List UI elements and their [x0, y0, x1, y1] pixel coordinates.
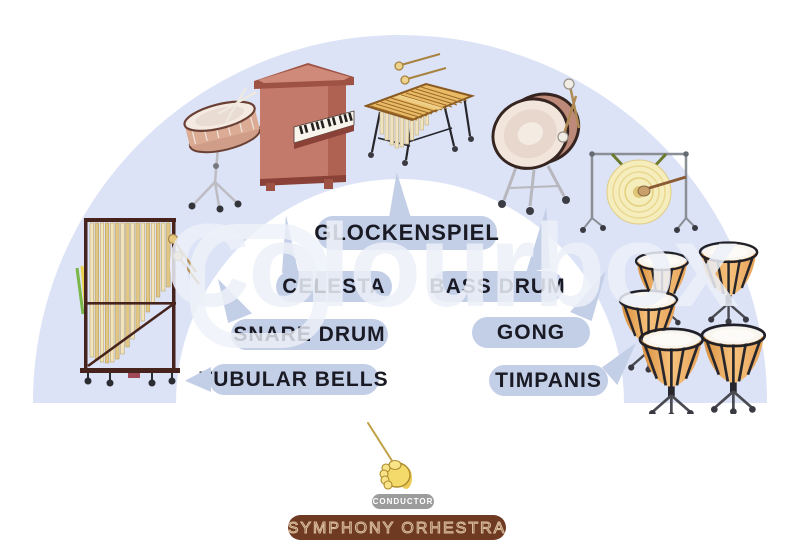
gong-frame: [583, 152, 695, 229]
glockenspiel-icon: [364, 53, 476, 166]
bell-casters: [84, 373, 176, 387]
title-banner-text: SYMPHONY ORHESTRA: [288, 520, 506, 537]
timpani-icon: [618, 241, 767, 414]
conductor-label: CONDUCTOR: [372, 497, 434, 506]
bell-tubes: [89, 222, 171, 364]
label-text: TUBULAR BELLS: [199, 367, 389, 391]
label-tubular-bells: TUBULAR BELLS: [185, 364, 388, 395]
label-gong: GONG: [472, 271, 606, 348]
label-text: GONG: [496, 320, 566, 344]
label-text: CELESTA: [282, 274, 386, 298]
label-timpanis: TIMPANIS: [489, 343, 636, 396]
label-celesta: CELESTA: [276, 215, 392, 302]
resonator-tubes: [379, 110, 429, 149]
mallets: [394, 53, 447, 85]
label-text: SNARE DRUM: [233, 322, 386, 346]
drumsticks: [217, 87, 257, 123]
bell-frame: [80, 218, 180, 373]
title-banner-text-svg: SYMPHONY ORHESTRA: [288, 520, 506, 538]
conductor-hand-icon: [367, 422, 412, 490]
label-glockenspiel: GLOCKENSPIEL: [314, 172, 500, 250]
conductor-badge: CONDUCTOR: [372, 494, 434, 509]
celesta-icon: [254, 63, 355, 191]
tubular-bells-icon: [75, 218, 200, 387]
title-banner: SYMPHONY ORHESTRA: [288, 515, 506, 540]
label-snare-drum: SNARE DRUM: [218, 279, 388, 350]
label-bass-drum: BASS DRUM: [429, 207, 566, 302]
gong-icon: [580, 151, 698, 233]
label-text: BASS DRUM: [429, 274, 566, 298]
bass-drum-icon: [491, 78, 581, 215]
snare-stand: [188, 147, 242, 213]
label-text: TIMPANIS: [495, 368, 602, 392]
label-text: GLOCKENSPIEL: [314, 220, 500, 245]
snare-drum-icon: [183, 87, 261, 213]
bass-mallets: [557, 78, 581, 143]
bass-stand: [502, 161, 566, 207]
